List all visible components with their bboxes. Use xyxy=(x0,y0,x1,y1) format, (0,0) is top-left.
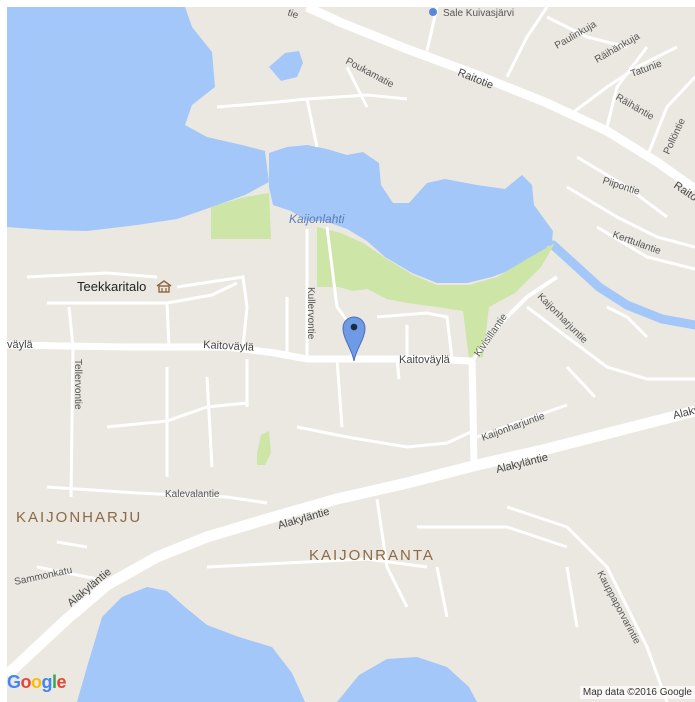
alakylantie-road xyxy=(7,405,695,680)
street-label: Alaky xyxy=(672,404,695,422)
kaijonlahti-bay xyxy=(269,145,553,283)
street-label: Kaitoväylä xyxy=(399,354,451,366)
logo-letter: g xyxy=(41,672,53,692)
street-label: Tellervontie xyxy=(72,359,83,410)
kaitovayla-road xyxy=(7,341,473,365)
lake-southeast xyxy=(337,657,477,702)
river-east xyxy=(548,240,695,330)
street-label: Kullervontie xyxy=(305,287,316,340)
lake-northwest xyxy=(7,7,269,231)
park-central xyxy=(317,227,555,359)
logo-letter: o xyxy=(20,672,32,692)
district-label: KAIJONHARJU xyxy=(16,509,142,526)
logo-letter: e xyxy=(56,672,67,692)
street-label: Kalevalantie xyxy=(165,489,220,500)
street-label: tie xyxy=(286,7,300,21)
water-label: Kaijonlahti xyxy=(289,212,345,226)
lake-south xyxy=(77,587,305,702)
map-svg: Kaijonlahti KAIJONHARJU KAIJONRANTA Teek… xyxy=(7,7,695,702)
street-label: Kaitoväylä xyxy=(203,339,255,354)
street-label: väylä xyxy=(7,339,34,351)
logo-letter: l xyxy=(52,672,57,692)
kaijonharjuntie-road xyxy=(468,360,478,466)
map-pin-icon[interactable] xyxy=(342,316,366,362)
logo-letter: G xyxy=(7,672,21,692)
street-label: Sale Kuivasjärvi xyxy=(443,8,514,19)
shop-icon xyxy=(429,8,437,16)
kaijonharjuntie-ne xyxy=(470,275,559,363)
pond-small xyxy=(269,51,303,81)
park-west xyxy=(211,193,271,239)
sale-poi[interactable]: Sale Kuivasjärvi xyxy=(429,8,514,19)
district-label: KAIJONRANTA xyxy=(309,547,435,564)
map-canvas[interactable]: Kaijonlahti KAIJONHARJU KAIJONRANTA Teek… xyxy=(7,7,695,702)
poi-label[interactable]: Teekkaritalo xyxy=(77,279,146,294)
minor-streets xyxy=(26,7,695,702)
park-small xyxy=(257,431,271,465)
logo-letter: o xyxy=(31,672,42,692)
google-logo[interactable]: Google xyxy=(7,672,67,693)
landmark-icon[interactable] xyxy=(156,280,172,293)
map-attribution[interactable]: Map data ©2016 Google xyxy=(579,686,695,699)
